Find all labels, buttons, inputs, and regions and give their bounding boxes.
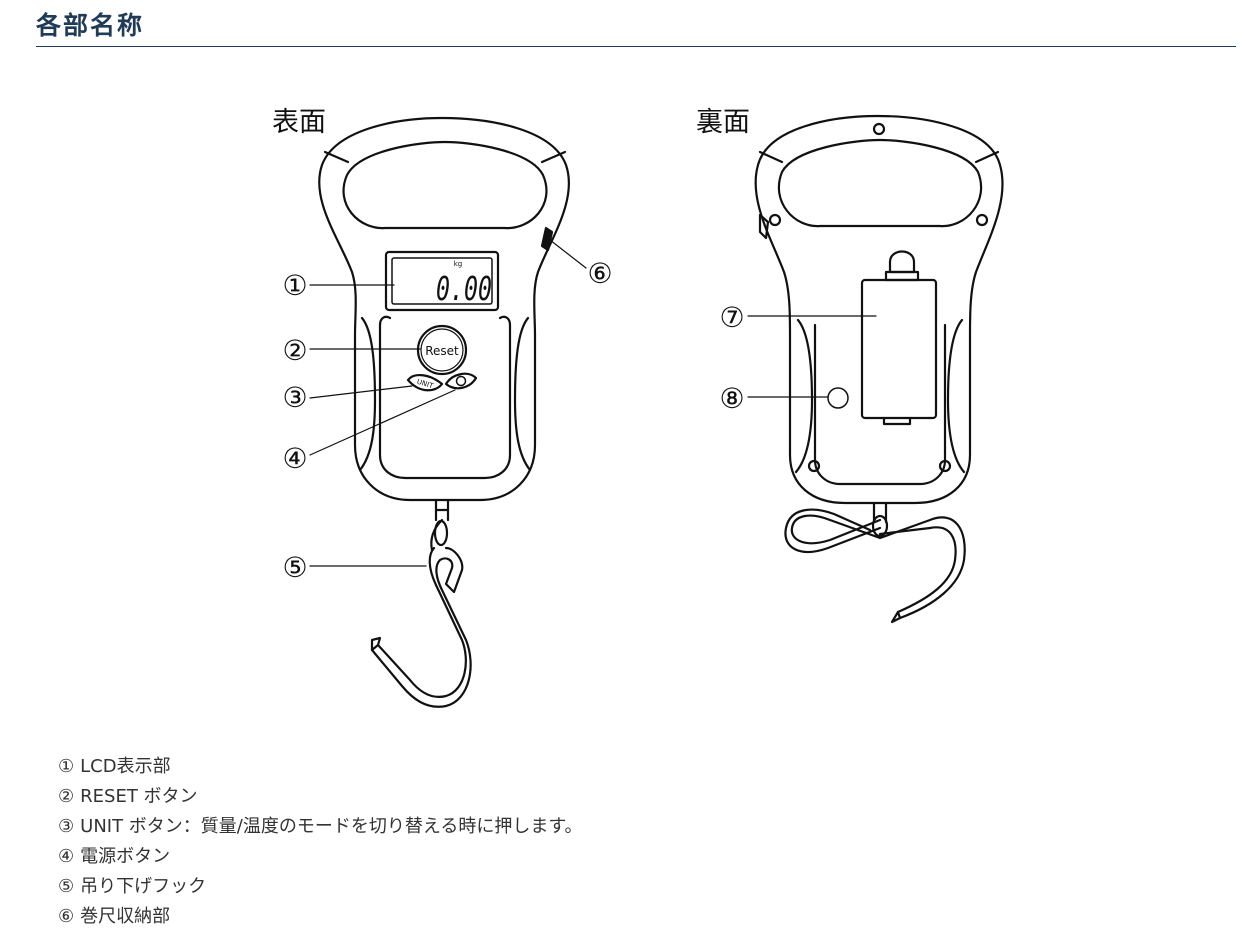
- callout-7: ⑦: [719, 301, 744, 334]
- callout-6: ⑥: [587, 257, 612, 290]
- legend-number: ③: [58, 816, 75, 837]
- callout-group: ① ② ③ ④ ⑤ ⑥ ⑦ ⑧: [282, 257, 744, 584]
- legend-number: ④: [58, 846, 75, 867]
- lcd-unit-label: kg: [454, 260, 463, 268]
- lcd-reading: 0.00: [436, 269, 492, 308]
- legend-number: ①: [58, 756, 75, 777]
- callout-2: ②: [282, 334, 307, 367]
- legend-text: 吊り下げフック: [80, 876, 207, 897]
- callout-1: ①: [282, 269, 307, 302]
- back-scale-body: [754, 114, 1004, 624]
- legend-number: ⑥: [58, 906, 75, 927]
- reset-button-label: Reset: [425, 344, 459, 358]
- legend-number: ⑤: [58, 876, 75, 897]
- back-view-label: 裏面: [696, 107, 750, 138]
- front-scale-body: [318, 116, 571, 708]
- callout-4: ④: [282, 442, 307, 475]
- legend-text: LCD表示部: [80, 756, 171, 777]
- legend-text: 電源ボタン: [80, 846, 171, 867]
- callout-3: ③: [282, 381, 307, 414]
- scale-diagram: kg 0.00 Reset UNIT ① ② ③ ④ ⑤ ⑥ ⑦ ⑧: [282, 114, 1004, 708]
- legend-text: RESET ボタン: [80, 786, 198, 807]
- title-divider: [36, 46, 1236, 47]
- section-title: 各部名称: [36, 11, 145, 40]
- legend-number: ②: [58, 786, 75, 807]
- legend-text: 巻尺収納部: [80, 906, 171, 927]
- front-view-label: 表面: [272, 107, 326, 138]
- callout-8: ⑧: [719, 382, 744, 415]
- legend-text: UNIT ボタン：質量/温度のモードを切り替える時に押します。: [80, 816, 583, 837]
- callout-5: ⑤: [282, 551, 307, 584]
